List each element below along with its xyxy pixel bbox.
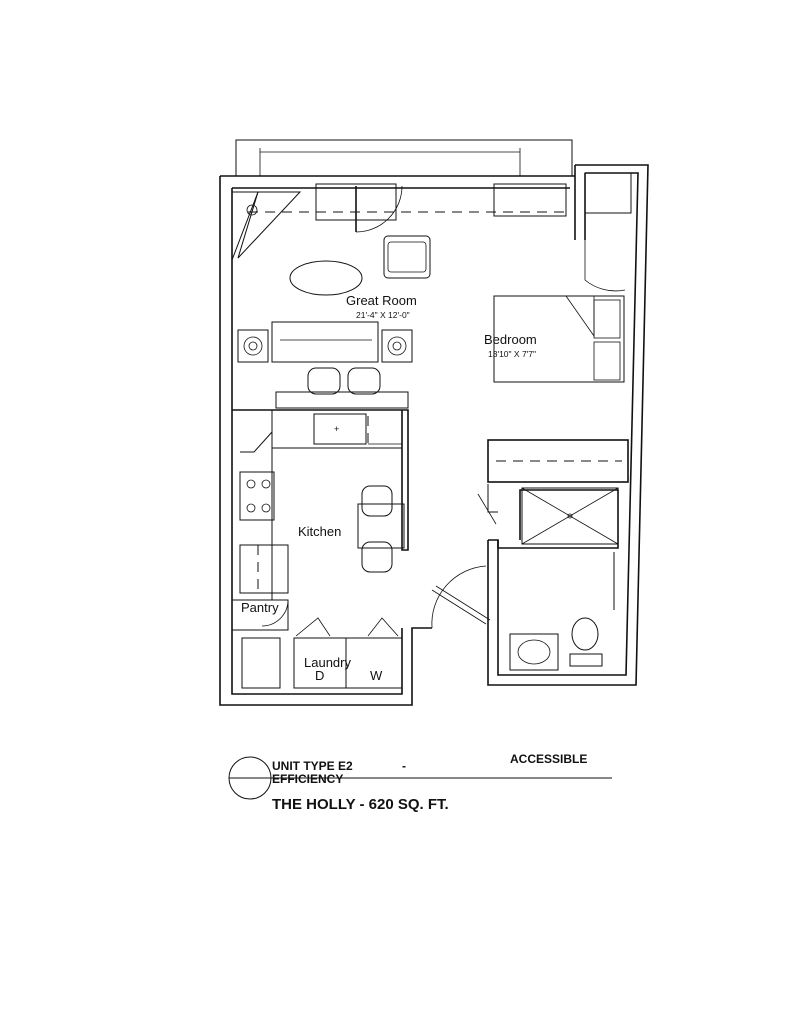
plan-name-label: THE HOLLY - 620 SQ. FT. <box>272 796 449 813</box>
title-block <box>228 756 612 800</box>
bathroom-door <box>431 484 498 629</box>
shower <box>521 487 619 545</box>
chair <box>361 541 393 573</box>
chair <box>361 485 393 517</box>
exterior-walls <box>219 164 649 706</box>
refrigerator <box>239 544 289 594</box>
bedroom-label: Bedroom <box>484 332 537 347</box>
sofa <box>271 321 379 363</box>
cooktop <box>239 471 275 521</box>
balcony <box>235 139 573 177</box>
kitchen-table <box>357 485 405 573</box>
unit-kind-label: EFFICIENCY <box>272 772 343 786</box>
side-table-right <box>381 329 413 363</box>
dryer-label: D <box>315 668 324 683</box>
kitchen-label: Kitchen <box>298 524 341 539</box>
bedroom-dims: 13'10" X 7'7" <box>488 349 536 359</box>
great-room-label: Great Room <box>346 293 417 308</box>
coffee-table <box>289 260 363 296</box>
svg-text:+: + <box>334 424 339 434</box>
corner-fireplace <box>231 191 302 261</box>
sink-vanity <box>509 633 559 671</box>
bar-stool <box>307 367 341 395</box>
toilet <box>571 617 599 651</box>
sink <box>313 413 367 445</box>
armchair <box>383 235 431 279</box>
unit-type-label: UNIT TYPE E2 <box>272 759 353 773</box>
bar-stool <box>347 367 381 395</box>
kitchen-counter: + <box>232 367 409 551</box>
kitchen-appliances <box>239 448 289 600</box>
wardrobe-units <box>248 172 632 221</box>
laundry <box>241 617 403 689</box>
pantry-label: Pantry <box>241 600 279 615</box>
table <box>357 503 405 549</box>
bed <box>493 295 625 383</box>
title-separator: - <box>402 759 406 773</box>
bathroom <box>488 487 619 671</box>
great-room-furniture <box>237 235 431 363</box>
washer-label: W <box>370 668 383 683</box>
pantry <box>232 599 289 631</box>
great-room-dims: 21'-4" X 12'-0" <box>356 310 410 320</box>
entry-doors <box>355 185 626 292</box>
bedroom-closet <box>487 439 629 483</box>
laundry-label: Laundry <box>304 655 351 670</box>
side-table-left <box>237 329 269 363</box>
accessibility-label: ACCESSIBLE <box>510 752 587 766</box>
